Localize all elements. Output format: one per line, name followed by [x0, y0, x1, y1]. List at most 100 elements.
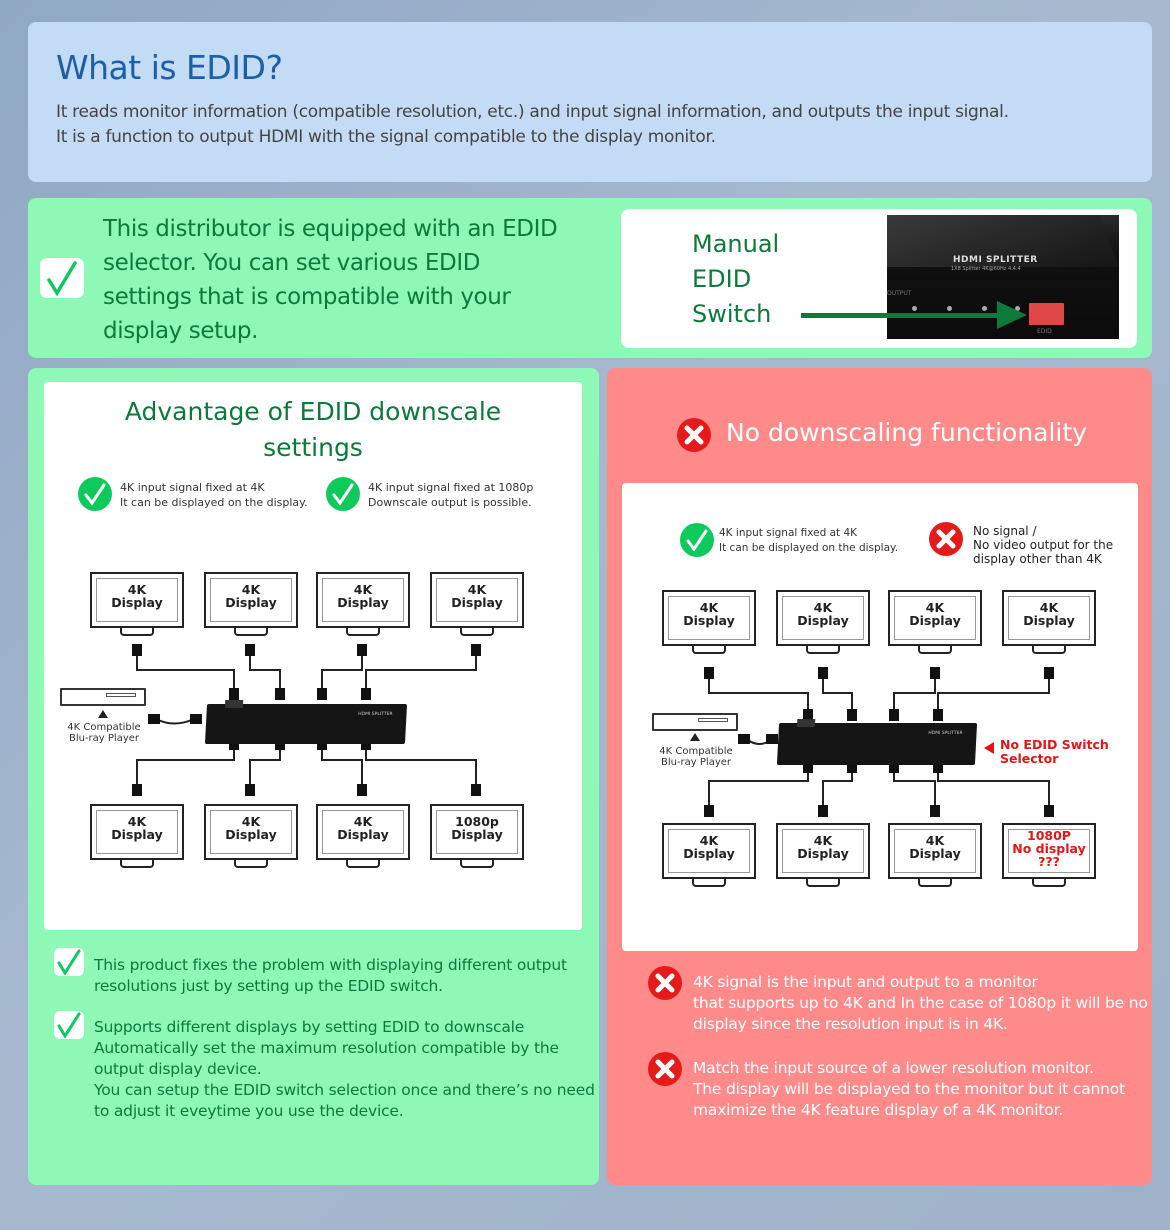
bluray-player: [60, 688, 146, 706]
player-label: 4K Compatible Blu-ray Player: [644, 746, 748, 768]
downscale-advantage-panel: Advantage of EDID downscale settings 4K …: [28, 368, 599, 1185]
monitor-label: Display: [797, 613, 849, 628]
section-title: No downscaling functionality: [726, 418, 1087, 447]
device-photo-card: Manual EDID Switch HDMI SPLITTER 1X8 Spl…: [621, 209, 1137, 348]
arrow-icon: [801, 301, 1027, 329]
downscale-diagram-card: Advantage of EDID downscale settings 4K …: [44, 382, 582, 930]
monitor-label: Display: [1023, 613, 1075, 628]
definition-line: It is a function to output HDMI with the…: [56, 127, 716, 147]
page-title: What is EDID?: [56, 48, 283, 87]
triangle-pointer-icon: [690, 733, 700, 741]
monitor-label: Display: [909, 613, 961, 628]
bullet-line: 4K signal is the input and output to a m…: [693, 973, 1038, 991]
led-dot: [1015, 306, 1020, 311]
legend-line: It can be displayed on the display.: [120, 496, 308, 509]
title-line: Advantage of EDID downscale: [124, 397, 502, 426]
player-label: 4K Compatible Blu-ray Player: [52, 722, 156, 744]
monitor-label: 4K: [699, 833, 719, 848]
label-line: 4K Compatible: [67, 722, 141, 733]
legend-line: 4K input signal fixed at 4K: [719, 527, 858, 539]
legend-line: No video output for the: [973, 538, 1114, 552]
section-title: Advantage of EDID downscale settings: [44, 394, 582, 466]
monitor-label: 4K: [813, 600, 833, 615]
hdmi-splitter-device: HDMI SPLITTER: [204, 700, 408, 744]
monitor-label: Display: [683, 613, 735, 628]
benefit-bullet: Supports different displays by setting E…: [94, 1017, 595, 1122]
disc-slot: [106, 693, 136, 697]
device-brand: HDMI SPLITTER: [953, 255, 1038, 265]
device-top: [887, 215, 1119, 267]
green-check-icon: [326, 477, 360, 511]
callout-line: Selector: [1000, 751, 1059, 766]
label-line: Switch: [692, 300, 772, 328]
bullet-line: Supports different displays by setting E…: [94, 1018, 525, 1036]
led-dot: [912, 306, 917, 311]
bullet-line: The display will be displayed to the mon…: [693, 1080, 1125, 1098]
edid-label: EDID: [1037, 328, 1052, 335]
legend-line: Downscale output is possible.: [368, 496, 532, 509]
hdmi-splitter-device: HDMI SPLITTER: [776, 719, 978, 765]
red-x-icon: [648, 1052, 682, 1086]
monitor-label: 4K: [925, 600, 945, 615]
label-line: 4K Compatible: [659, 746, 733, 757]
monitor-label: 1080p: [455, 814, 499, 829]
definition-line: It reads monitor information (compatible…: [56, 102, 1009, 122]
monitor-label: 4K: [699, 600, 719, 615]
monitor-label: 4K: [127, 582, 147, 597]
label-line: Blu-ray Player: [660, 757, 732, 768]
legend-no-signal: No signal / No video output for the disp…: [973, 524, 1113, 566]
bullet-line: maximize the 4K feature display of a 4K …: [693, 1101, 1064, 1119]
pointer-icon: [984, 742, 994, 754]
led-dot: [947, 306, 952, 311]
green-check-icon: [680, 523, 714, 557]
output-label: OUTPUT: [887, 290, 912, 297]
monitor-label: No display: [1012, 841, 1086, 856]
monitor-label: ???: [1038, 854, 1060, 869]
legend-line: 4K input signal fixed at 1080p: [368, 481, 534, 494]
device-subtitle: 1X8 Splitter 4K@60Hz 4:4:4: [951, 266, 1021, 272]
splitter-name: HDMI SPLITTER: [928, 731, 963, 736]
monitor-label: 4K: [353, 814, 373, 829]
monitor-label: 1080P: [1027, 828, 1071, 843]
monitor-label: Display: [111, 595, 163, 610]
bullet-line: This product fixes the problem with disp…: [94, 956, 567, 974]
monitor-label: 4K: [353, 582, 373, 597]
label-line: Manual: [692, 230, 780, 258]
no-edid-callout: No EDID Switch Selector: [1000, 738, 1109, 766]
bullet-line: display since the resolution input is in…: [693, 1015, 1008, 1033]
feature-description: This distributor is equipped with an EDI…: [103, 216, 558, 344]
bluray-player: [652, 713, 738, 731]
bullet-line: Match the input source of a lower resolu…: [693, 1059, 1094, 1077]
triangle-pointer-icon: [98, 710, 108, 718]
label-line: Blu-ray Player: [68, 733, 140, 744]
legend-line: It can be displayed on the display.: [719, 542, 899, 554]
monitor-label: Display: [225, 595, 277, 610]
monitor-label: Display: [451, 827, 503, 842]
benefit-bullet: This product fixes the problem with disp…: [94, 955, 567, 997]
label-line: EDID: [692, 265, 752, 293]
checkmark-icon: [54, 948, 84, 976]
monitor-label: 4K: [1039, 600, 1059, 615]
bullet-line: output display device.: [94, 1060, 262, 1078]
checkmark-icon: [40, 258, 84, 298]
bullet-line: You can setup the EDID switch selection …: [94, 1081, 595, 1099]
red-x-icon: [929, 522, 963, 556]
red-x-icon: [648, 966, 682, 1000]
connection-lines: [132, 644, 481, 796]
bullet-line: Automatically set the maximum resolution…: [94, 1039, 559, 1057]
edid-definition-panel: What is EDID? It reads monitor informati…: [28, 22, 1152, 182]
monitor-label: 4K: [925, 833, 945, 848]
monitor-label: Display: [337, 827, 389, 842]
